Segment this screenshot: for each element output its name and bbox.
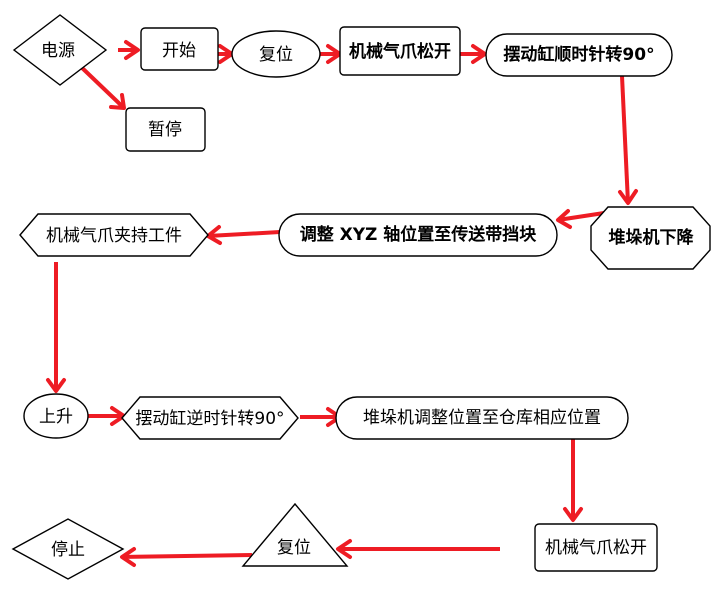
node-reset-2-label: 复位 <box>277 538 311 558</box>
node-start: 开始 <box>140 27 219 71</box>
node-gripper-open-1: 机械气爪松开 <box>339 26 461 76</box>
node-rise-label: 上升 <box>39 407 73 427</box>
node-stacker-down-label: 堆垛机下降 <box>609 227 695 248</box>
arrow-swing-ccw-to-stacker-adjust <box>300 407 342 427</box>
node-stop-label: 停止 <box>51 540 85 560</box>
node-start-label: 开始 <box>162 41 196 61</box>
arrow-power-to-pause <box>76 62 126 110</box>
node-gripper-open-2: 机械气爪松开 <box>534 523 658 572</box>
arrow-stacker-down-to-adjust-xyz <box>556 209 605 229</box>
node-stop: 停止 <box>11 518 125 580</box>
node-reset-1: 复位 <box>231 30 321 78</box>
node-power: 电源 <box>12 14 108 86</box>
node-adjust-xyz-label: 调整 XYZ 轴位置至传送带挡块 <box>300 224 538 245</box>
node-gripper-open-1-label: 机械气爪松开 <box>349 41 451 62</box>
arrow-stacker-adjust-to-gripper-open <box>563 437 583 522</box>
node-swing-cw-label: 摆动缸顺时针转90° <box>503 44 654 65</box>
node-stacker-down: 堆垛机下降 <box>590 206 711 270</box>
node-pause: 暂停 <box>125 107 206 152</box>
node-adjust-xyz: 调整 XYZ 轴位置至传送带挡块 <box>278 213 558 257</box>
arrow-reset-to-stop <box>120 547 253 567</box>
node-rise: 上升 <box>23 393 89 439</box>
arrow-adjust-xyz-to-gripper-clamp <box>206 225 281 245</box>
arrow-rise-to-swing-ccw <box>86 406 126 426</box>
arrow-reset-to-gripper-open <box>318 44 342 64</box>
node-reset-2: 复位 <box>241 502 349 567</box>
arrow-power-to-start <box>118 40 140 60</box>
node-stacker-adjust: 堆垛机调整位置至仓库相应位置 <box>335 396 629 440</box>
node-gripper-clamp: 机械气爪夹持工件 <box>19 213 209 257</box>
node-swing-ccw-label: 摆动缸逆时针转90° <box>135 408 284 429</box>
node-reset-1-label: 复位 <box>259 45 293 65</box>
node-swing-ccw: 摆动缸逆时针转90° <box>121 396 299 440</box>
node-stacker-adjust-label: 堆垛机调整位置至仓库相应位置 <box>363 408 601 428</box>
arrow-gripper-open-to-reset <box>336 539 500 559</box>
arrow-swing-cw-to-stacker-down <box>618 75 638 205</box>
node-pause-label: 暂停 <box>148 120 182 140</box>
node-gripper-clamp-label: 机械气爪夹持工件 <box>46 226 182 246</box>
flow-arrows <box>46 40 638 567</box>
arrow-gripper-clamp-to-rise <box>46 262 66 393</box>
node-gripper-open-2-label: 机械气爪松开 <box>545 538 647 558</box>
node-power-label: 电源 <box>41 41 75 61</box>
node-swing-cw: 摆动缸顺时针转90° <box>485 33 673 77</box>
